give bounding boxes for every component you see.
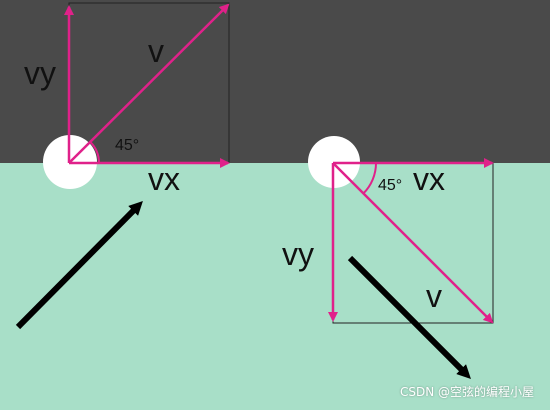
- left-angle-label: 45°: [115, 137, 139, 154]
- outgoing-motion-arrow: [347, 255, 471, 379]
- left-v-label: v: [148, 33, 164, 69]
- right-v-label: v: [426, 278, 442, 314]
- right-vx-label: vx: [413, 161, 445, 197]
- right-vy-label: vy: [282, 236, 314, 272]
- incoming-motion-arrow: [15, 201, 143, 330]
- right-angle-label: 45°: [378, 177, 402, 194]
- left-v-arrow: [68, 3, 230, 164]
- wall-region: [0, 0, 550, 163]
- left-vy-label: vy: [24, 55, 56, 91]
- floor-region: [0, 163, 550, 410]
- right-angle-arc: [362, 162, 377, 195]
- watermark-text: CSDN @空弦的编程小屋: [399, 385, 534, 399]
- right-v-arrow: [332, 162, 494, 324]
- left-vx-label: vx: [148, 161, 180, 197]
- left-angle-arc: [89, 141, 100, 164]
